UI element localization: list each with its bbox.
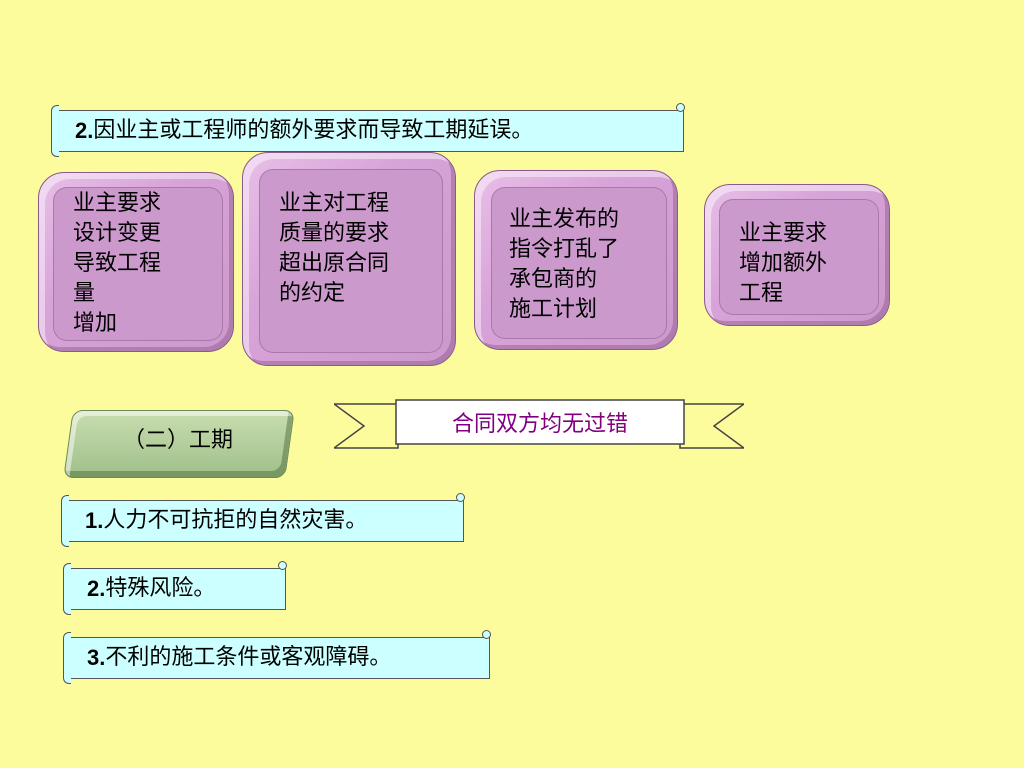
scroll-curl-left [63, 563, 71, 615]
cause-text-4: 业主要求 增加额外 工程 [739, 221, 828, 306]
list-text-1: 人力不可抗拒的自然灾害。 [103, 508, 368, 533]
scroll-curl-right [456, 493, 465, 502]
scroll-curl-left [51, 105, 59, 157]
list-item-3: 3.不利的施工条件或客观障碍。 [63, 630, 491, 684]
top-item-number: 2. [75, 118, 94, 143]
scroll-curl-left [63, 632, 71, 684]
cause-box-2: 业主对工程 质量的要求 超出原合同 的约定 [242, 152, 456, 366]
list-number-2: 2. [87, 576, 106, 601]
cause-box-1: 业主要求 设计变更 导致工程 量 增加 [38, 172, 234, 352]
top-item-text: 因业主或工程师的额外要求而导致工期延误。 [93, 118, 534, 143]
list-text-3: 不利的施工条件或客观障碍。 [105, 645, 392, 670]
banner-body [395, 399, 685, 445]
list-number-1: 1. [85, 508, 104, 533]
box-face [53, 187, 223, 341]
box-face [491, 187, 667, 339]
list-text-2: 特殊风险。 [105, 576, 216, 601]
banner-text: 合同双方均无过错 [451, 412, 628, 437]
list-item-1: 1.人力不可抗拒的自然灾害。 [61, 493, 465, 547]
scroll-curl-right [676, 103, 685, 112]
box-face [259, 169, 443, 353]
box-face [719, 199, 879, 315]
cause-text-3: 业主发布的 指令打乱了 承包商的 施工计划 [509, 207, 620, 322]
banner-right-tail [679, 403, 744, 449]
top-scroll: 2.因业主或工程师的额外要求而导致工期延误。 [51, 103, 685, 157]
list-item-2: 2.特殊风险。 [63, 561, 287, 615]
banner-ribbon [334, 399, 744, 449]
scroll-curl-left [61, 495, 69, 547]
banner-left-tail [334, 403, 399, 449]
cause-text-1: 业主要求 设计变更 导致工程 量 增加 [73, 191, 162, 336]
cause-box-3: 业主发布的 指令打乱了 承包商的 施工计划 [474, 170, 678, 350]
scroll-curl-right [278, 561, 287, 570]
cause-box-4: 业主要求 增加额外 工程 [704, 184, 890, 326]
list-number-3: 3. [87, 645, 106, 670]
cause-text-2: 业主对工程 质量的要求 超出原合同 的约定 [279, 191, 390, 306]
scroll-curl-right [482, 630, 491, 639]
section-label: （二）工期 [122, 428, 233, 453]
